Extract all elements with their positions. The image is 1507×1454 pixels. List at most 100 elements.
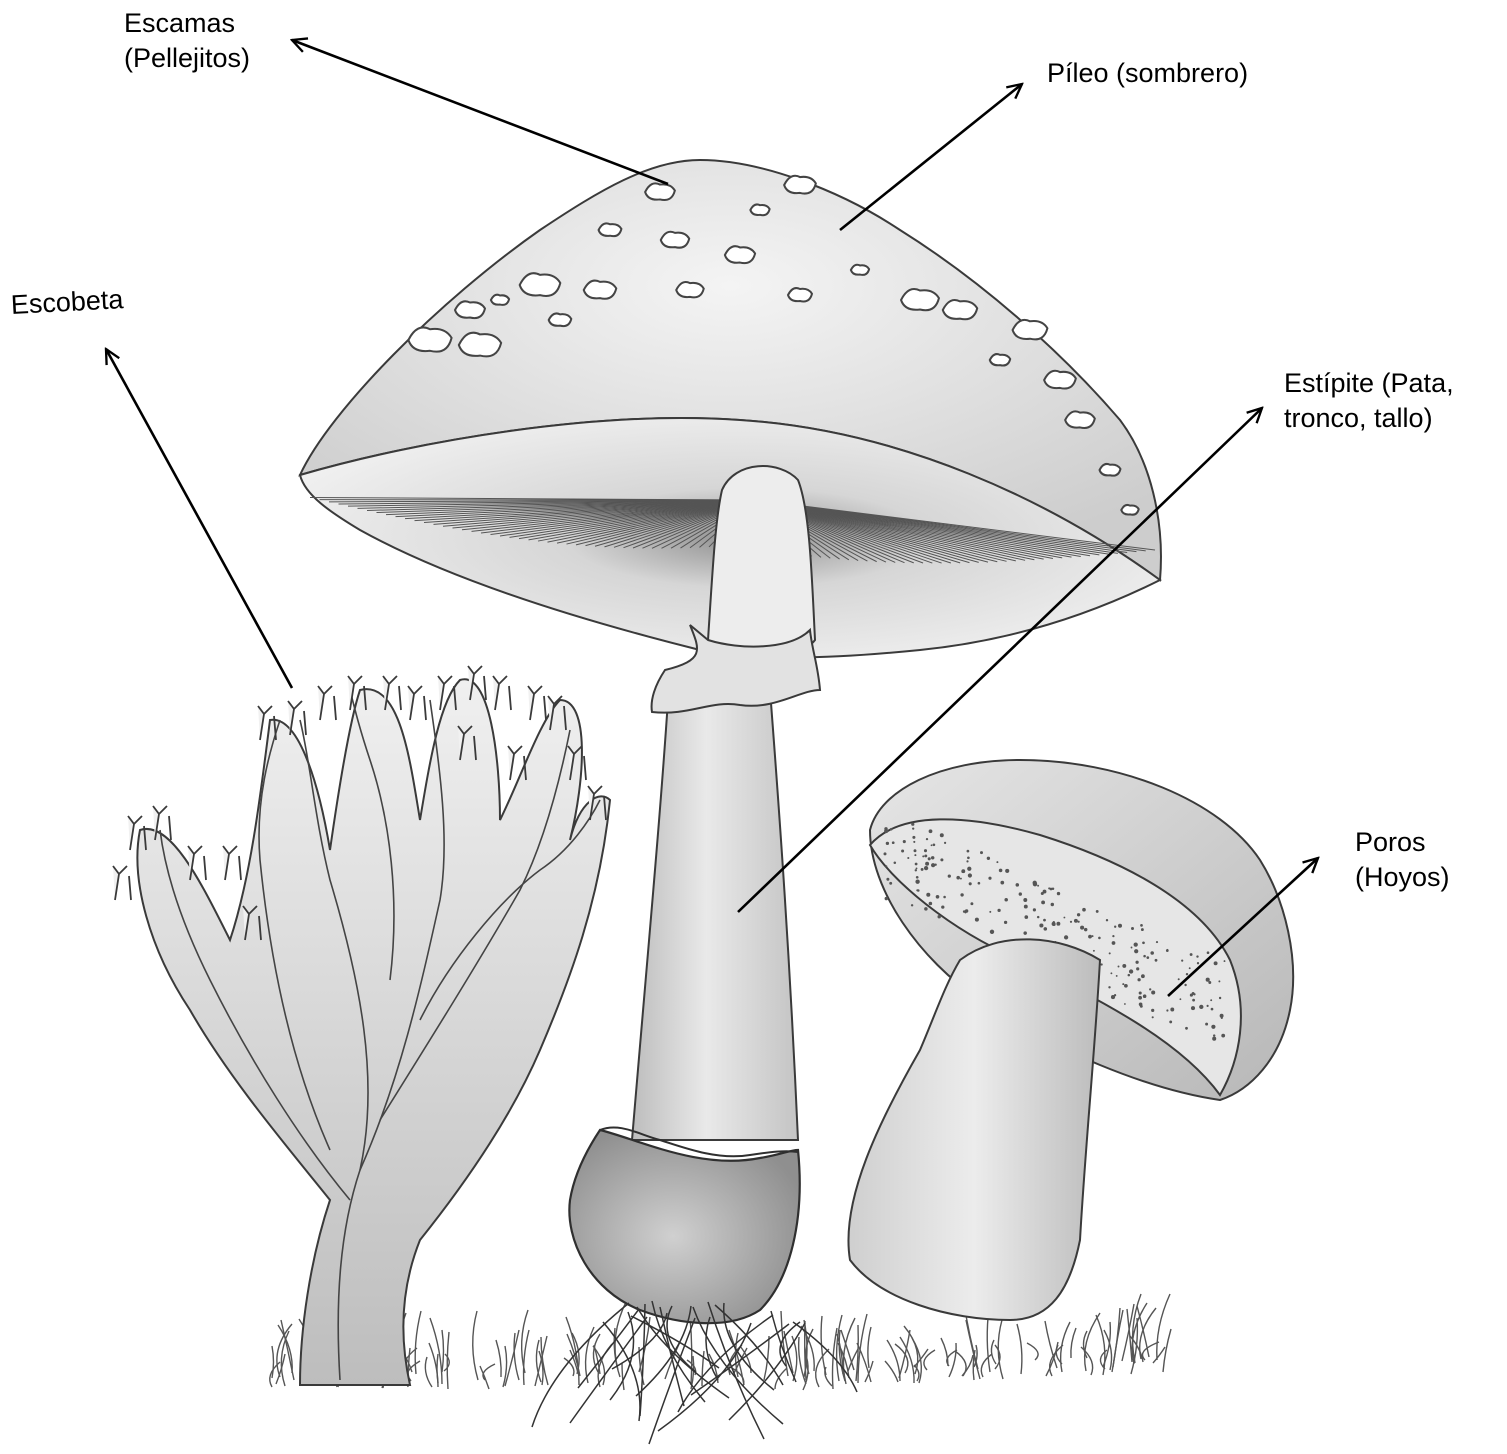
root-strand (793, 1322, 857, 1392)
amanita-volva (569, 1130, 799, 1323)
pore-dot (928, 857, 931, 860)
pore-dot (885, 865, 887, 867)
grass-blade (885, 1361, 898, 1382)
cap-scale (459, 333, 501, 357)
pore-dot (1211, 1008, 1214, 1011)
pore-dot (988, 877, 991, 880)
pore-dot (1211, 1025, 1215, 1029)
grass-blade (949, 1343, 956, 1377)
grass-blade (991, 1340, 996, 1364)
label-escobeta: Escobeta (10, 282, 124, 323)
pore-dot (1109, 952, 1111, 954)
pore-dot (960, 878, 962, 880)
pore-dot (1124, 984, 1128, 988)
pore-dot (1100, 963, 1102, 965)
grass-blade (272, 1346, 274, 1378)
arrow-escamas (292, 40, 668, 184)
pore-dot (1139, 1002, 1143, 1006)
pore-dot (890, 828, 893, 831)
pore-dot (885, 897, 888, 900)
pore-dot (1106, 919, 1108, 921)
pore-dot (1057, 892, 1060, 895)
grass-blade (622, 1363, 624, 1390)
cap-scale (725, 246, 755, 263)
pore-dot (1184, 984, 1186, 986)
pore-dot (1037, 916, 1039, 918)
cap-scale (1013, 320, 1048, 340)
pore-dot (1207, 951, 1210, 954)
pore-dot (924, 866, 928, 870)
coral-tip (288, 701, 306, 735)
pore-dot (1004, 898, 1008, 902)
pore-dot (926, 893, 930, 897)
label-estipite: Estípite (Pata, tronco, tallo) (1284, 366, 1454, 436)
pore-dot (934, 863, 936, 865)
pore-dot (1143, 955, 1146, 958)
pore-dot (1134, 949, 1138, 953)
pore-dot (1108, 986, 1110, 988)
pore-dot (1189, 967, 1191, 969)
pore-dot (1078, 921, 1080, 923)
pore-dot (1199, 1005, 1203, 1009)
pore-dot (1043, 919, 1046, 922)
pore-dot (1056, 922, 1060, 926)
pore-dot (967, 867, 971, 871)
grass-blade (425, 1357, 432, 1387)
pore-dot (1041, 900, 1045, 904)
pore-dot (913, 841, 915, 843)
coral-tip (318, 686, 336, 720)
pore-dot (990, 930, 994, 934)
label-estipite-line2: tronco, tallo) (1284, 401, 1454, 436)
label-estipite-line1: Estípite (Pata, (1284, 366, 1454, 401)
pore-dot (1152, 1016, 1154, 1018)
pore-dot (1074, 919, 1078, 923)
grass-blade (981, 1354, 992, 1377)
cap-scale (788, 288, 812, 301)
label-poros-line1: Poros (1355, 825, 1450, 860)
cap-scale (599, 223, 622, 236)
pore-dot (1122, 964, 1126, 968)
grass-blade (524, 1330, 529, 1385)
pore-dot (912, 836, 915, 839)
pore-dot (1205, 1023, 1208, 1026)
pore-dot (1166, 949, 1169, 952)
pore-dot (1124, 1003, 1126, 1005)
cap-scale (661, 232, 689, 248)
pore-dot (1033, 881, 1037, 885)
cap-scale (990, 354, 1010, 365)
pore-dot (936, 895, 940, 899)
pore-dot (1208, 981, 1211, 984)
pore-dot (1190, 953, 1193, 956)
label-escobeta-line1: Escobeta (10, 282, 124, 323)
coral-tip (383, 676, 401, 710)
pore-dot (960, 893, 963, 896)
pore-dot (1207, 1005, 1209, 1007)
pore-dot (907, 857, 909, 859)
pore-dot (997, 909, 1000, 912)
pore-dot (1178, 978, 1180, 980)
pore-dot (916, 867, 918, 869)
label-escamas-line1: Escamas (124, 6, 250, 41)
pore-dot (925, 862, 929, 866)
pore-dot (1093, 950, 1095, 952)
pore-dot (1122, 983, 1124, 985)
root-strand (570, 1317, 647, 1423)
pore-dot (912, 827, 914, 829)
pore-dot (1214, 961, 1218, 965)
coral-tip (528, 686, 546, 720)
cap-scale (1100, 464, 1121, 476)
pore-dot (969, 882, 972, 885)
grass-blade (1061, 1322, 1070, 1372)
bolete-stem (848, 939, 1100, 1320)
pore-dot (1033, 908, 1036, 911)
pore-dot (1196, 955, 1198, 957)
grass-blade (473, 1311, 478, 1380)
pore-dot (1048, 887, 1050, 889)
pore-dot (1088, 935, 1092, 939)
pore-dot (1219, 997, 1221, 999)
pore-dot (1044, 927, 1048, 931)
pore-dot (924, 849, 927, 852)
pore-dot (1206, 978, 1210, 982)
pore-dot (1212, 1037, 1216, 1041)
